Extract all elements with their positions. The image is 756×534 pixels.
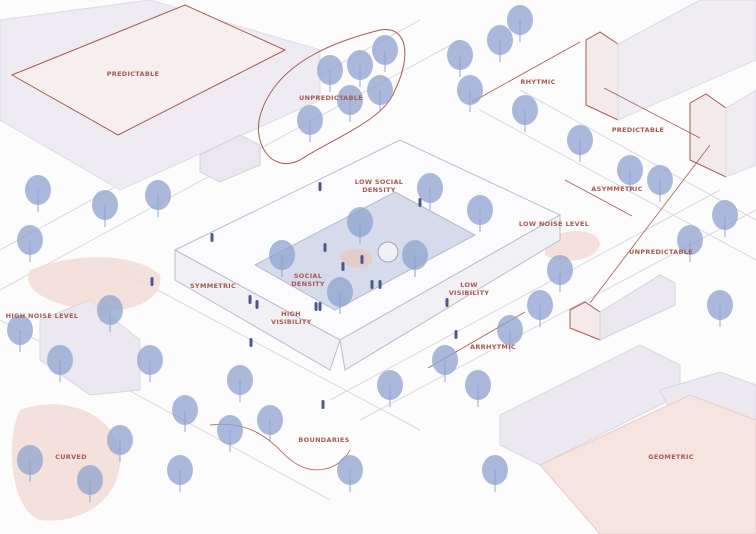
label-arrhytmic: ARRHYTMIC — [470, 343, 516, 351]
tree-icon — [7, 315, 33, 352]
label-predictable-right: PREDICTABLE — [611, 126, 665, 134]
tree-icon — [512, 95, 538, 132]
tree-icon — [25, 175, 51, 212]
tree-icon — [677, 225, 703, 262]
small-building — [199, 134, 261, 183]
person-icon — [150, 277, 154, 286]
social-density-zone — [340, 249, 373, 268]
tree-icon — [269, 240, 295, 277]
tree-icon — [337, 455, 363, 492]
person-icon — [341, 262, 345, 271]
label-high-noise-level: HIGH NOISE LEVEL — [5, 312, 79, 320]
small-house-right-side — [599, 274, 676, 341]
person-icon — [314, 302, 318, 311]
tree-icon — [217, 415, 243, 452]
label-asymmetric: ASYMMETRIC — [591, 185, 643, 193]
tree-icon — [527, 290, 553, 327]
person-icon — [210, 233, 214, 242]
tree-icon — [367, 75, 393, 112]
tree-icon — [707, 290, 733, 327]
tree-icon — [372, 35, 398, 72]
person-icon — [318, 182, 322, 191]
predictable-zone — [10, 4, 287, 136]
label-symmetric: SYMMETRIC — [189, 282, 237, 290]
person-icon — [454, 330, 458, 339]
tree-icon — [317, 55, 343, 92]
tall-building-2-side — [725, 89, 756, 178]
tall-building-1-side — [617, 0, 756, 121]
label-geometric: GEOMETRIC — [648, 453, 694, 461]
complex-front-wall — [174, 249, 341, 371]
tree-icon — [482, 455, 508, 492]
person-icon — [418, 198, 422, 207]
label-boundaries: BOUNDARIES — [298, 436, 350, 444]
tree-icon — [17, 445, 43, 482]
label-low-social-density: LOW SOCIAL DENSITY — [354, 178, 404, 194]
tree-icon — [507, 5, 533, 42]
person-icon — [248, 295, 252, 304]
tree-icon — [417, 173, 443, 210]
tree-icon — [467, 195, 493, 232]
tree-icon — [257, 405, 283, 442]
small-house-right — [569, 301, 601, 341]
tree-icon — [547, 255, 573, 292]
tree-icon — [107, 425, 133, 462]
people — [150, 182, 458, 409]
tree-icon — [457, 75, 483, 112]
tree-icon — [97, 295, 123, 332]
tree-icon — [347, 207, 373, 244]
tree-icon — [167, 455, 193, 492]
label-high-visibility: HIGH VISIBILITY — [271, 310, 312, 326]
label-low-noise-level: LOW NOISE LEVEL — [518, 220, 590, 228]
label-unpredictable-top: UNPREDICTABLE — [299, 94, 363, 102]
tall-building-1 — [585, 31, 619, 121]
tree-icon — [347, 50, 373, 87]
tree-icon — [17, 225, 43, 262]
tree-icon — [172, 395, 198, 432]
person-icon — [249, 338, 253, 347]
person-icon — [323, 243, 327, 252]
person-icon — [360, 255, 364, 264]
tree-icon — [47, 345, 73, 382]
complex-right-wall — [339, 214, 561, 371]
tree-icon — [377, 370, 403, 407]
fountain — [377, 241, 399, 263]
person-icon — [445, 298, 449, 307]
geometric-zone — [539, 394, 756, 534]
tree-icon — [465, 370, 491, 407]
tree-icon — [297, 105, 323, 142]
label-unpredictable-right: UNPREDICTABLE — [629, 248, 693, 256]
tree-icon — [337, 85, 363, 122]
label-predictable-top: PREDICTABLE — [106, 70, 160, 78]
person-icon — [321, 400, 325, 409]
tree-icon — [432, 345, 458, 382]
tree-icon — [487, 25, 513, 62]
person-icon — [255, 300, 259, 309]
tree-icon — [327, 277, 353, 314]
person-icon — [378, 280, 382, 289]
tree-icon — [712, 200, 738, 237]
label-rhytmic: RHYTMIC — [520, 78, 556, 86]
tree-icon — [137, 345, 163, 382]
tree-icon — [647, 165, 673, 202]
label-low-visibility: LOW VISIBILITY — [448, 281, 490, 297]
tree-icon — [77, 465, 103, 502]
tree-icon — [447, 40, 473, 77]
tree-icon — [497, 315, 523, 352]
trees — [7, 5, 738, 502]
tree-icon — [145, 180, 171, 217]
tree-icon — [567, 125, 593, 162]
person-icon — [370, 280, 374, 289]
label-curved: CURVED — [55, 453, 87, 461]
tree-icon — [617, 155, 643, 192]
unpredictable-boundary — [257, 29, 406, 165]
tree-icon — [227, 365, 253, 402]
high-noise-zone — [28, 257, 161, 311]
tree-icon — [402, 240, 428, 277]
tree-icon — [92, 190, 118, 227]
label-social-density: SOCIAL DENSITY — [291, 272, 325, 288]
person-icon — [318, 302, 322, 311]
